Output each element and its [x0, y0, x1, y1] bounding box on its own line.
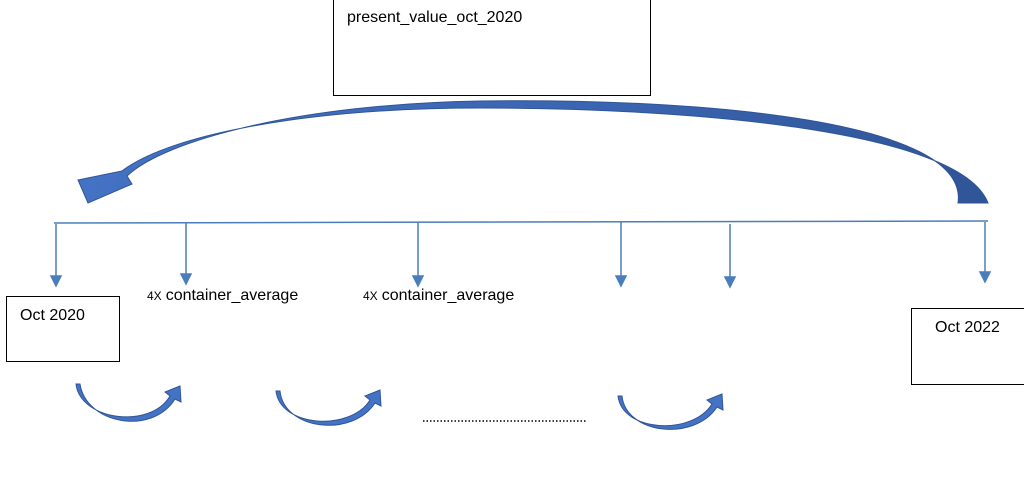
- start-date-box: Oct 2020: [6, 296, 120, 362]
- timeline-arrows: [49, 222, 992, 289]
- down-arrow-period-4: [723, 224, 737, 289]
- down-arrow-oct-2022: [978, 222, 992, 284]
- discount-curved-arrow: [77, 100, 989, 204]
- present-value-box: present_value_oct_2020: [333, 0, 651, 96]
- period-text-2: container_average: [381, 287, 515, 304]
- compounding-arrow-1: [75, 383, 182, 422]
- compounding-arrow-2: [275, 389, 382, 426]
- timeline-line: [53, 220, 989, 224]
- start-date-label: Oct 2020: [20, 307, 85, 324]
- end-date-label: Oct 2022: [935, 319, 1000, 336]
- down-arrow-period-2: [411, 222, 425, 288]
- present-value-label: present_value_oct_2020: [347, 9, 523, 26]
- period-text-1: container_average: [165, 287, 299, 304]
- down-arrow-period-1: [179, 222, 193, 286]
- compounding-arrow-3: [617, 393, 724, 430]
- end-date-box: Oct 2022: [911, 308, 1024, 385]
- down-arrow-period-3: [614, 222, 628, 288]
- down-arrow-oct-2020: [49, 224, 63, 288]
- period-multiplier-2: 4X: [363, 289, 378, 303]
- period-multiplier-1: 4X: [147, 289, 162, 303]
